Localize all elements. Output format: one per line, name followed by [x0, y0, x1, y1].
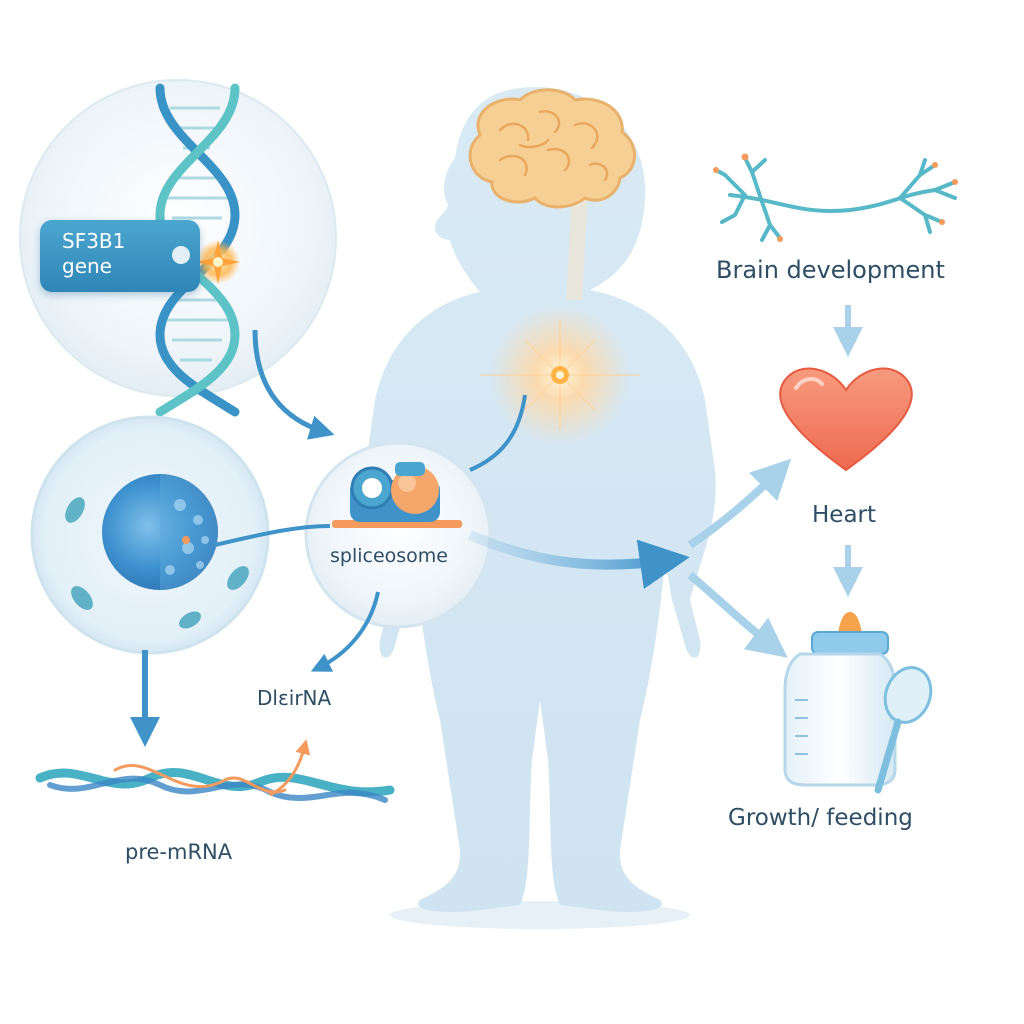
spliceosome-label: spliceosome [330, 545, 448, 567]
flow-arrows [130, 305, 863, 797]
child-silhouette-icon [364, 86, 716, 929]
heart-icon [779, 367, 913, 472]
growth-feeding-label: Growth/ feeding [728, 805, 913, 831]
spoon-icon [874, 666, 933, 794]
brain-icon [468, 88, 636, 209]
dlcirna-label: DlɛirNA [257, 686, 332, 710]
pre-mrna-strand-icon [35, 764, 395, 803]
arrow-spliceosome-to-body [468, 530, 690, 589]
arrow-body-to-growth [687, 571, 788, 658]
mutation-spark-icon [196, 240, 240, 284]
cell-icon [30, 415, 270, 655]
gene-badge-knob [172, 246, 190, 264]
arrow-dna-to-spliceosome [252, 329, 335, 440]
gene-name-label: SF3B1 [62, 229, 126, 253]
gene-badge: SF3B1 gene [40, 220, 200, 292]
neuron-icon [713, 153, 958, 242]
arrow-pre-mrna-orange [269, 739, 311, 797]
chest-glow-icon [480, 305, 640, 445]
gene-word-label: gene [62, 254, 112, 278]
baby-bottle-icon [783, 612, 897, 787]
arrow-spliceosome-to-dlcirna [310, 591, 380, 672]
brain-development-label: Brain development [716, 256, 945, 284]
arrow-body-to-heart [687, 458, 792, 549]
heart-label: Heart [812, 502, 877, 528]
arrow-cell-to-spliceosome [214, 524, 331, 547]
spliceosome-icon [332, 462, 462, 528]
pre-mrna-label: pre-mRNA [125, 840, 233, 864]
arrow-spliceosome-to-chest [469, 394, 527, 472]
